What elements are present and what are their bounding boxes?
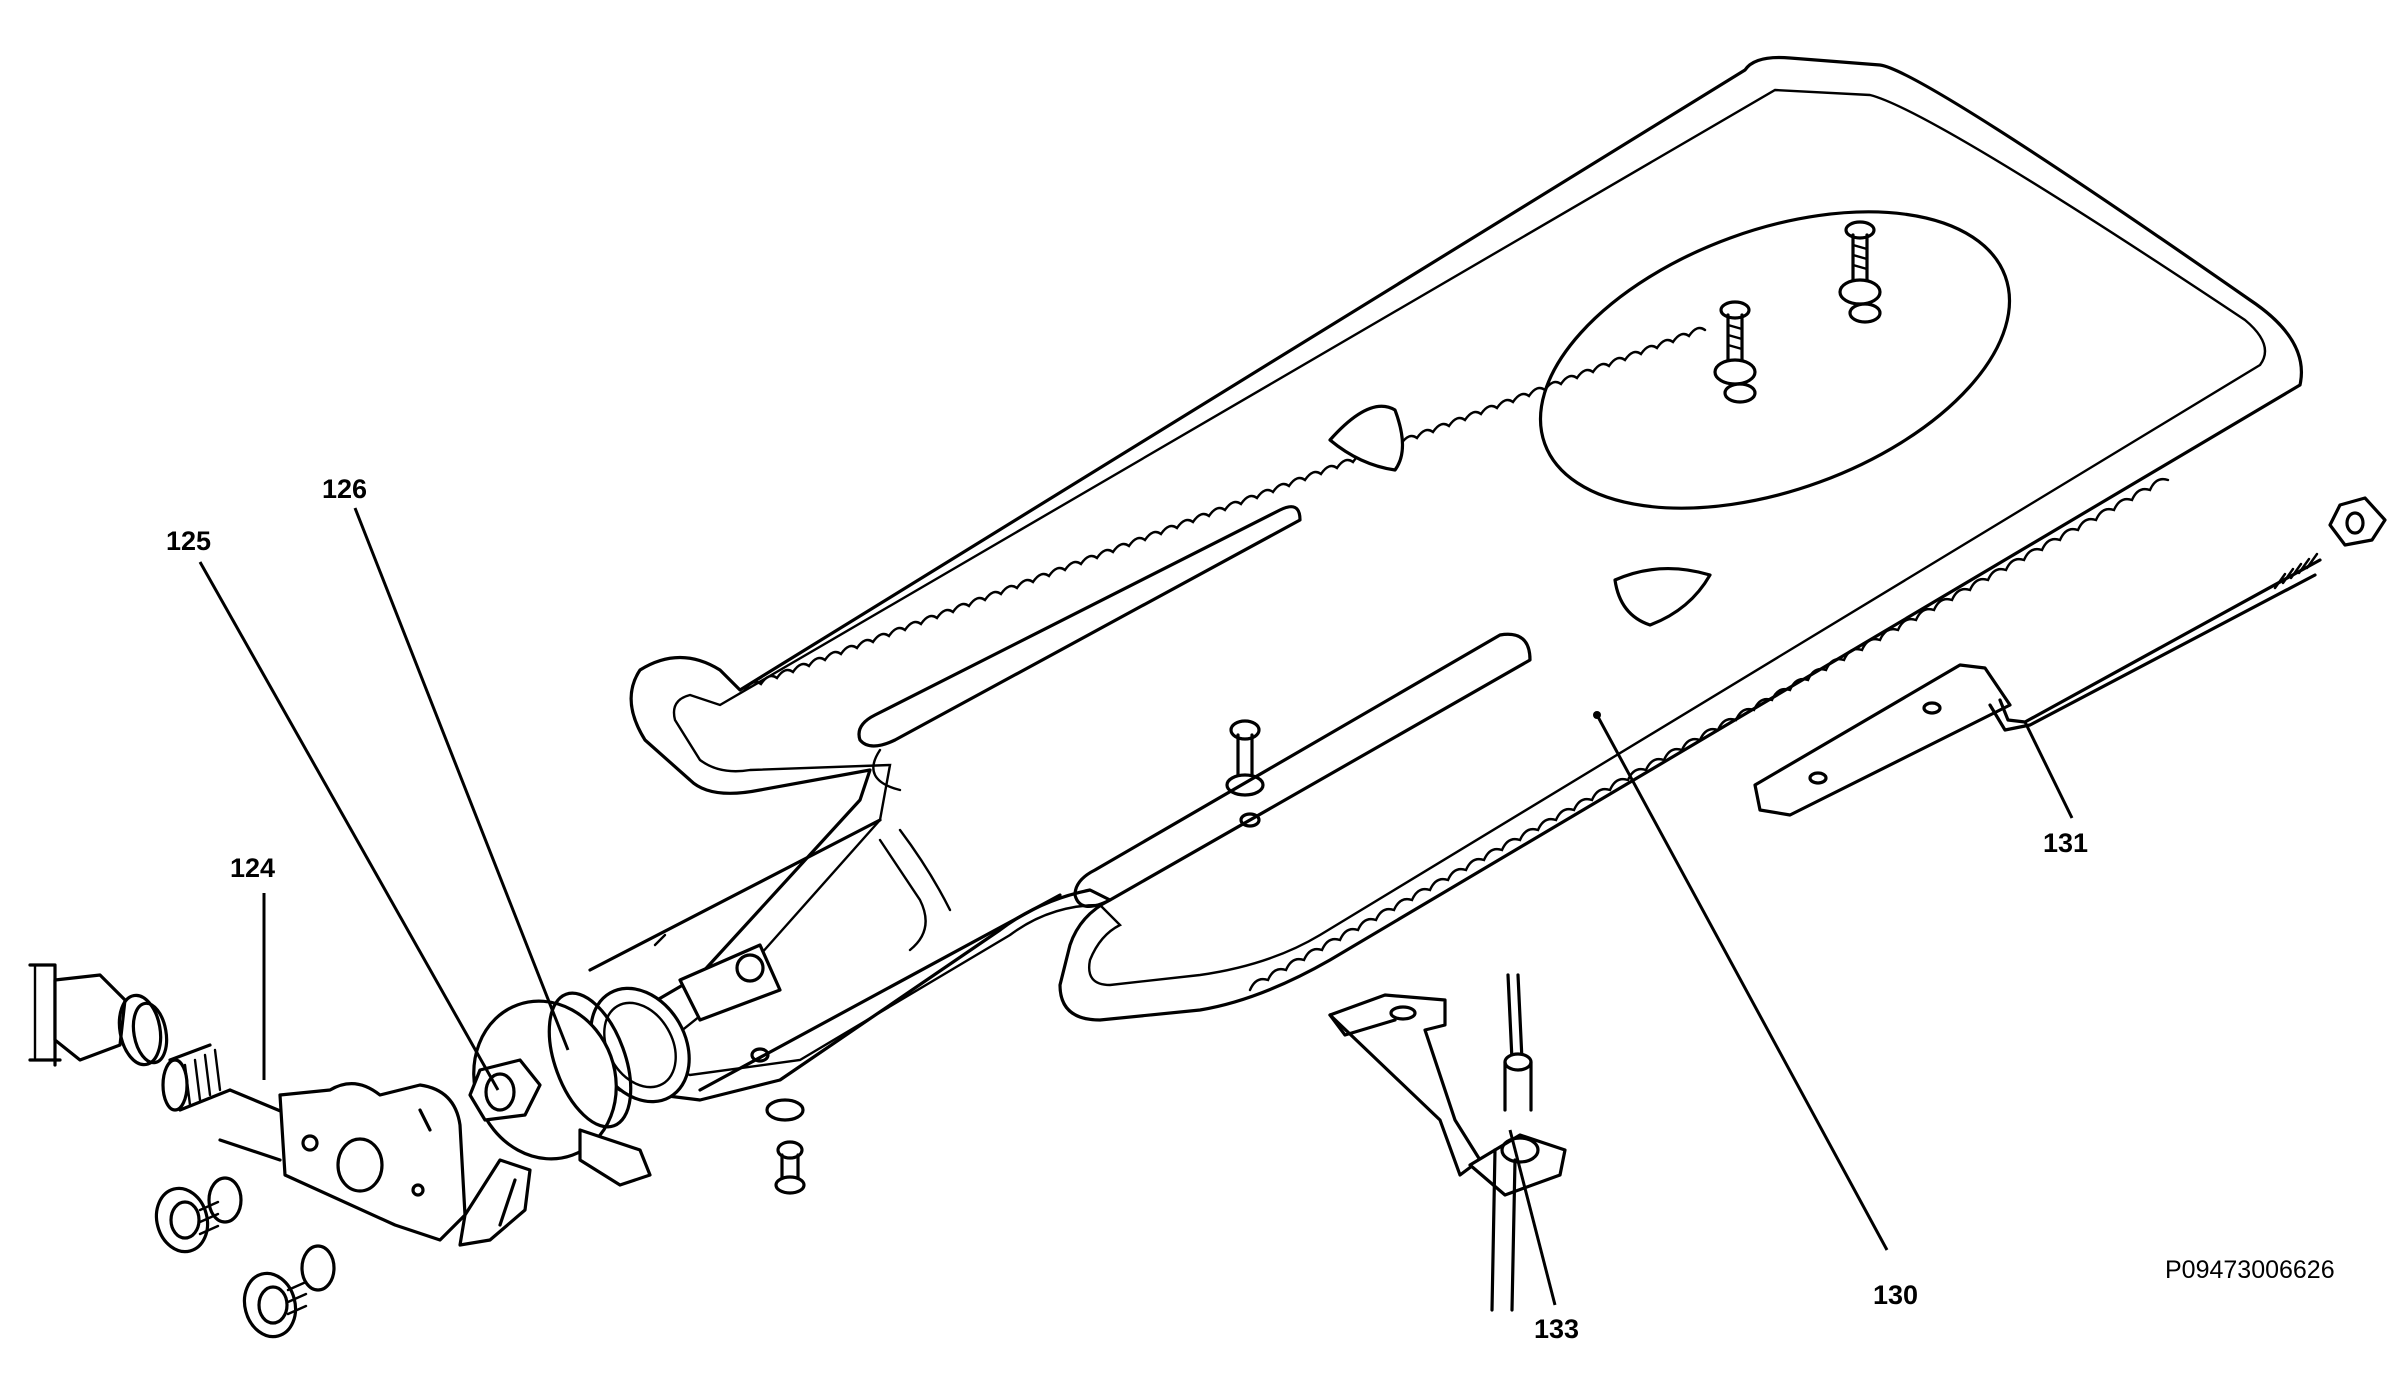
orifice-nut bbox=[468, 1058, 542, 1122]
gas-pipe bbox=[28, 963, 292, 1162]
small-screw bbox=[765, 1098, 806, 1195]
igniter-rod-bracket bbox=[1753, 496, 2387, 817]
callout-131: 131 bbox=[2043, 828, 2089, 858]
leader-130 bbox=[1595, 714, 1889, 1251]
reference-code: P09473006626 bbox=[2165, 1256, 2335, 1284]
venturi-tube bbox=[588, 818, 1062, 1104]
callout-126: 126 bbox=[322, 474, 368, 504]
tray-screw bbox=[1225, 719, 1265, 828]
mounting-screw bbox=[1838, 220, 1882, 324]
leader-133 bbox=[1508, 1129, 1557, 1306]
leader-125 bbox=[198, 561, 500, 1091]
bracket-screw bbox=[242, 1244, 336, 1339]
burner-bracket bbox=[278, 1082, 532, 1247]
leader-126 bbox=[353, 507, 570, 1051]
callout-130: 130 bbox=[1873, 1280, 1919, 1310]
leader-131 bbox=[2023, 721, 2074, 819]
callout-133: 133 bbox=[1534, 1314, 1580, 1344]
bracket-screw bbox=[154, 1176, 243, 1254]
callout-124: 124 bbox=[230, 853, 276, 883]
callout-125: 125 bbox=[166, 526, 212, 556]
mounting-screw bbox=[1713, 300, 1757, 404]
thermocouple-igniter bbox=[1328, 973, 1567, 1312]
burner-tray bbox=[600, 55, 2303, 1102]
